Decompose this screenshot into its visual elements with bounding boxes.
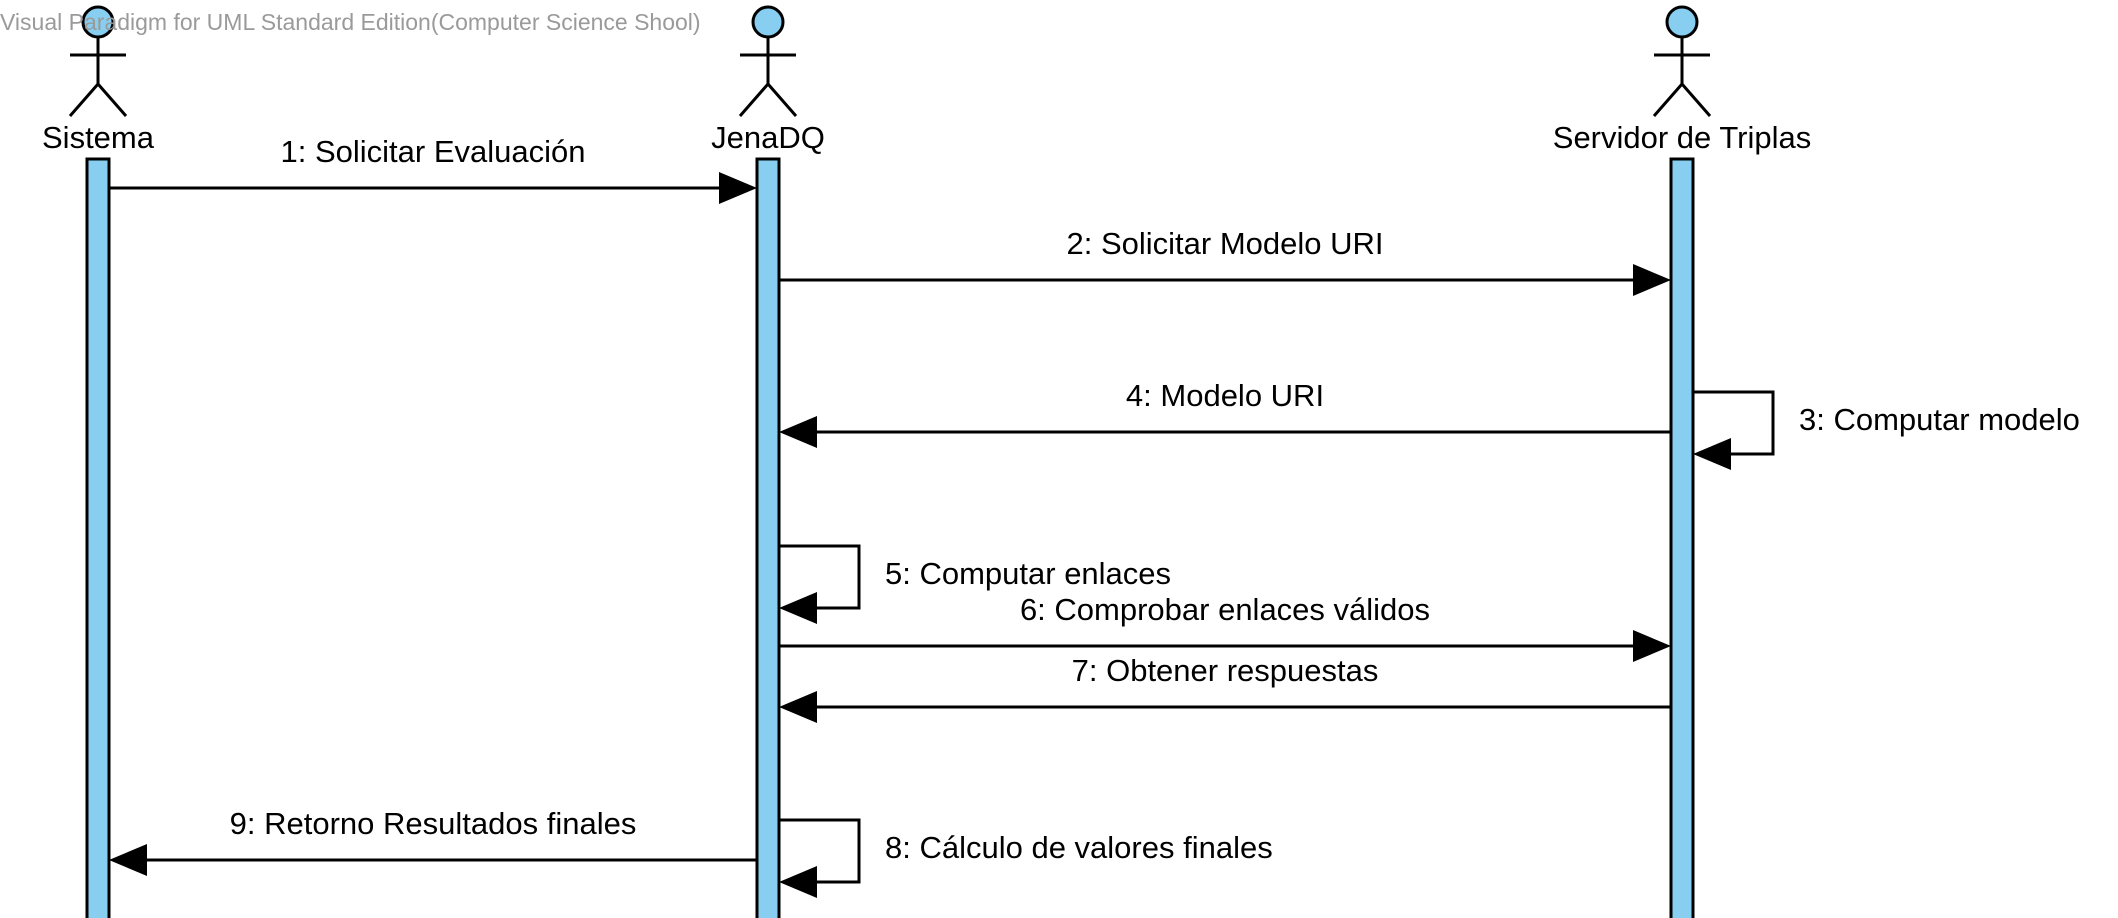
actor-right-leg	[766, 83, 798, 117]
actor-right-leg	[1680, 83, 1712, 117]
actor-name: Sistema	[42, 120, 155, 155]
message-label: 5: Computar enlaces	[885, 556, 1171, 591]
message-arrowhead	[719, 172, 757, 204]
actor-head	[1665, 5, 1699, 39]
message-label: 9: Retorno Resultados finales	[230, 806, 637, 841]
lifeline-servidor	[1669, 157, 1695, 918]
message-line	[1693, 390, 1775, 456]
message-label: 1: Solicitar Evaluación	[281, 134, 586, 169]
message-arrowhead	[109, 844, 147, 876]
message-9: 9: Retorno Resultados finales	[109, 806, 757, 876]
message-8: 8: Cálculo de valores finales	[779, 818, 1273, 898]
message-arrowhead	[1633, 264, 1671, 296]
actor-icon	[1652, 5, 1712, 117]
message-label: 7: Obtener respuestas	[1072, 653, 1379, 688]
watermark-text: Visual Paradigm for UML Standard Edition…	[0, 9, 701, 35]
message-1: 1: Solicitar Evaluación	[109, 134, 757, 204]
lifeline-sistema	[85, 157, 111, 918]
message-4: 4: Modelo URI	[779, 378, 1671, 448]
message-label: 4: Modelo URI	[1126, 378, 1324, 413]
message-7: 7: Obtener respuestas	[779, 653, 1671, 723]
message-5: 5: Computar enlaces	[779, 544, 1171, 624]
message-arrowhead	[779, 866, 817, 898]
messages-layer: 1: Solicitar Evaluación 2: Solicitar Mode…	[109, 134, 2080, 898]
message-arrowhead	[779, 592, 817, 624]
actor-left-leg	[738, 83, 770, 117]
actor-jenadq: JenaDQ	[711, 5, 825, 155]
message-arrowhead	[779, 691, 817, 723]
message-arrowhead	[1633, 630, 1671, 662]
actor-left-leg	[68, 83, 100, 117]
message-label: 3: Computar modelo	[1799, 402, 2080, 437]
message-line	[779, 818, 861, 884]
message-label: 2: Solicitar Modelo URI	[1066, 226, 1383, 261]
message-line	[779, 544, 861, 610]
actor-icon	[68, 5, 128, 117]
actor-servidor: Servidor de Triplas	[1553, 5, 1811, 155]
message-arrowhead	[1693, 438, 1731, 470]
actor-left-leg	[1652, 83, 1684, 117]
message-label: 6: Comprobar enlaces válidos	[1020, 592, 1430, 627]
message-arrowhead	[779, 416, 817, 448]
message-6: 6: Comprobar enlaces válidos	[779, 592, 1671, 662]
message-2: 2: Solicitar Modelo URI	[779, 226, 1671, 296]
message-label: 8: Cálculo de valores finales	[885, 830, 1273, 865]
actor-right-leg	[96, 83, 128, 117]
lifelines-layer	[85, 157, 1695, 918]
actor-head	[751, 5, 785, 39]
actor-icon	[738, 5, 798, 117]
lifeline-jenadq	[755, 157, 781, 918]
actor-name: Servidor de Triplas	[1553, 120, 1811, 155]
actor-sistema: Sistema	[42, 5, 155, 155]
message-3: 3: Computar modelo	[1693, 390, 2080, 470]
actors-layer: Sistema JenaDQ Servidor de Triplas	[42, 5, 1811, 155]
actor-name: JenaDQ	[711, 120, 825, 155]
